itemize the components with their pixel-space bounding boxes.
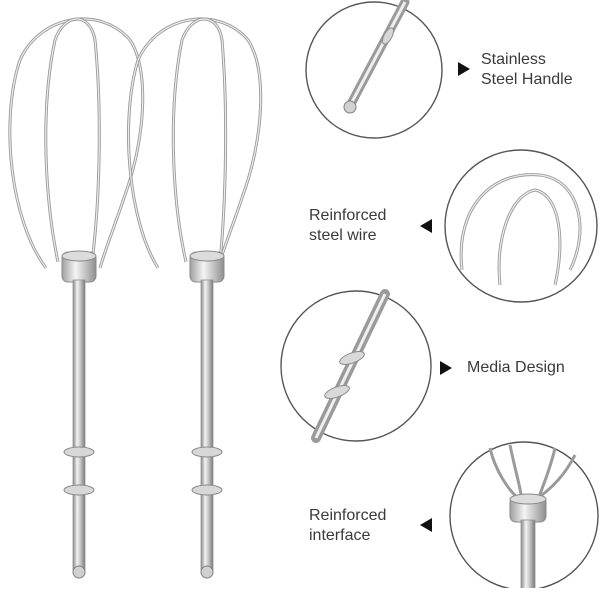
pointer-arrow-right-icon — [458, 62, 470, 76]
detail-circle-interface — [449, 441, 599, 593]
callout-interface: Reinforced interface — [309, 506, 386, 546]
callout-wire: Reinforced steel wire — [309, 206, 386, 246]
pointer-arrow-left-icon — [420, 518, 432, 532]
pointer-arrow-right-icon — [440, 361, 452, 375]
beater-right — [127, 17, 263, 579]
callout-handle-line1: Stainless — [481, 51, 546, 68]
callout-handle: Stainless Steel Handle — [481, 50, 573, 90]
detail-circle-handle — [305, 0, 443, 139]
callout-media-line1: Media Design — [467, 359, 565, 376]
callout-handle-line2: Steel Handle — [481, 71, 573, 88]
detail-circle-wire — [444, 149, 598, 303]
pointer-arrow-left-icon — [420, 219, 432, 233]
callout-wire-line1: Reinforced — [309, 207, 387, 224]
beater-left — [8, 17, 145, 579]
callout-media: Media Design — [467, 358, 565, 378]
callout-interface-line1: Reinforced — [309, 507, 387, 524]
callout-wire-line2: steel wire — [309, 227, 377, 244]
detail-circle-media — [280, 289, 432, 443]
callout-interface-line2: interface — [309, 527, 371, 544]
